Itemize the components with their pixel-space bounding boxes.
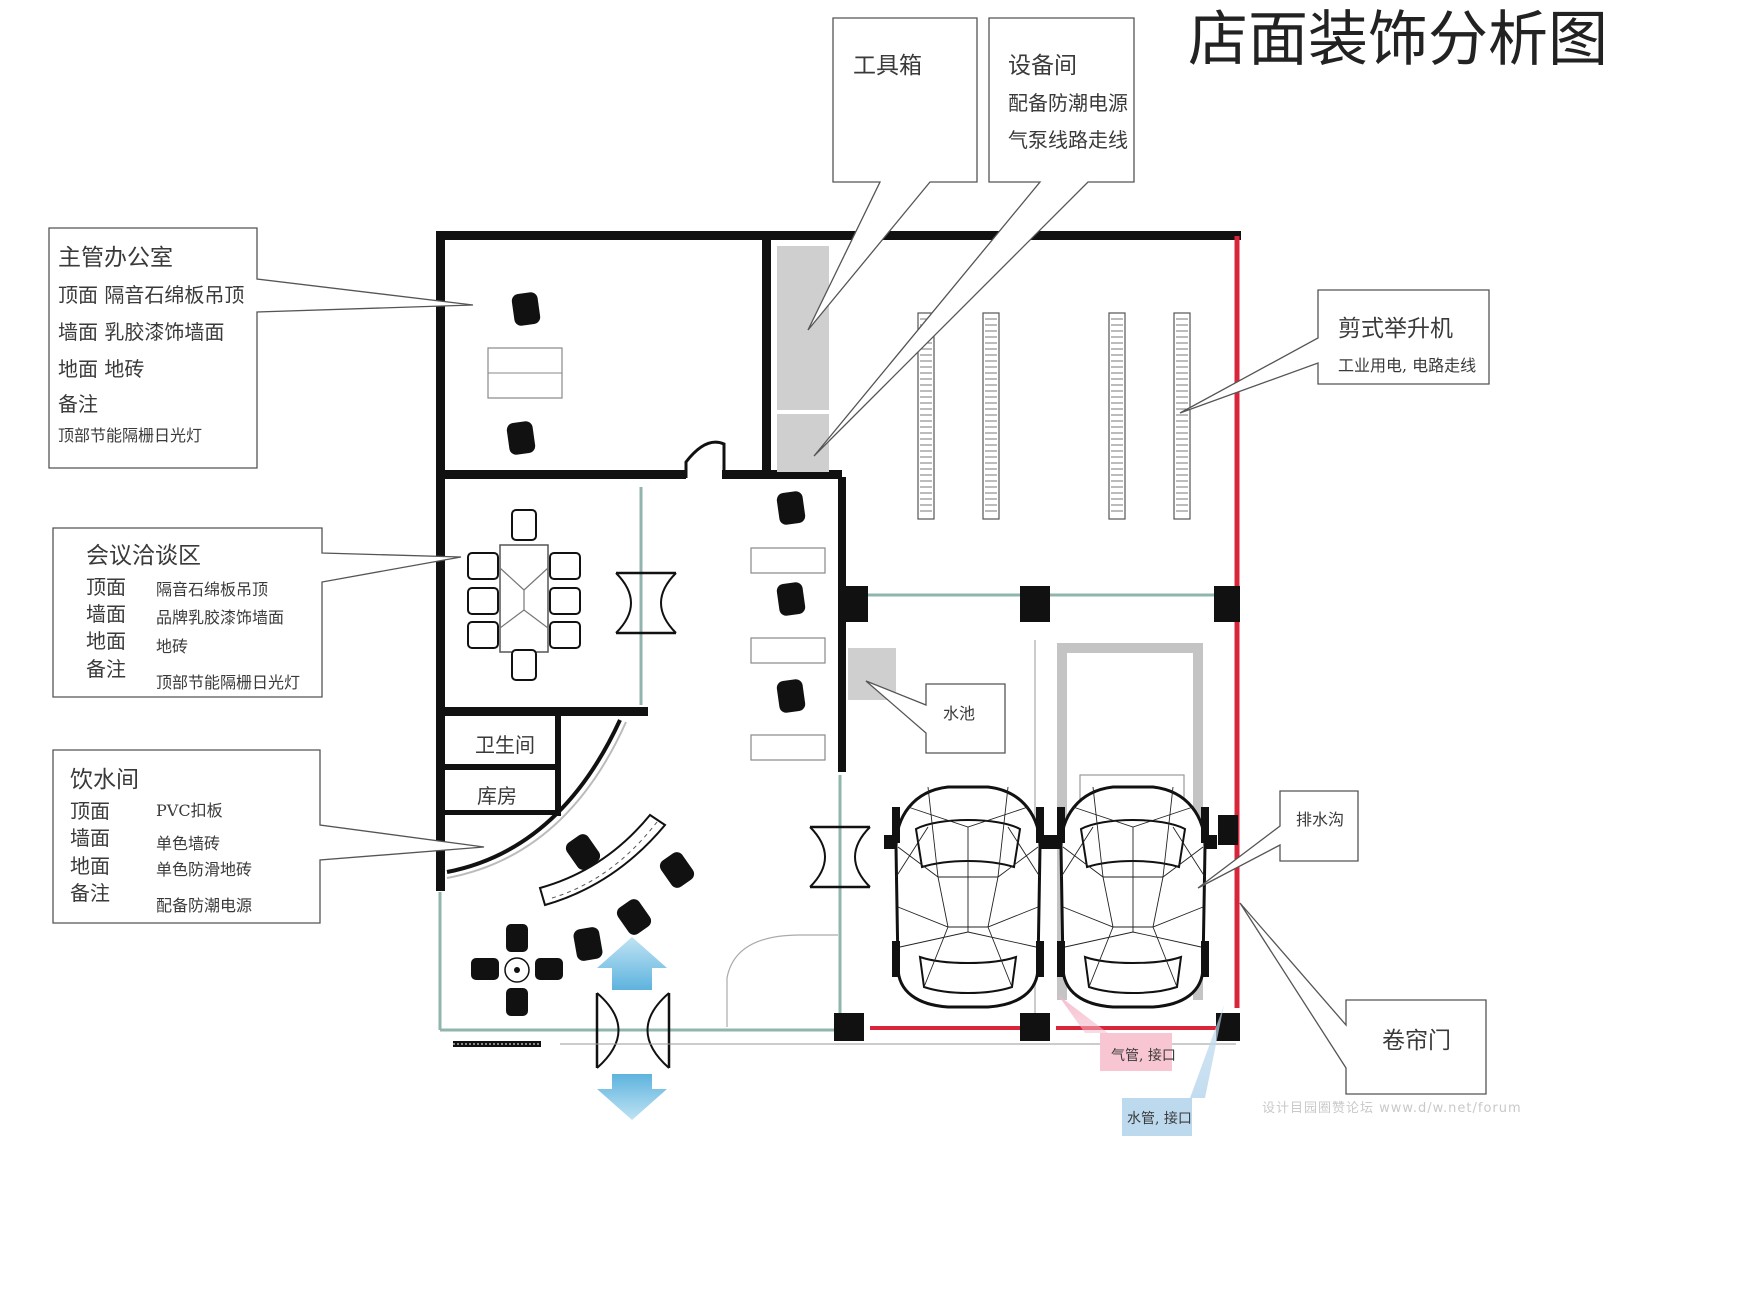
room-toilet: 卫生间 [475, 733, 535, 757]
callout-water-room: 饮水间 顶面 墙面 地面 备注 PVC扣板 单色墙砖 单色防滑地砖 配备防潮电源 [52, 749, 485, 924]
equipment-line: 配备防潮电源 [1008, 91, 1128, 115]
callout-sink: 水池 [865, 680, 1006, 754]
main-entrance-door [595, 992, 671, 1069]
car-icon [1047, 785, 1219, 1009]
water-value: 单色墙砖 [156, 834, 220, 853]
chair-icon [510, 291, 542, 327]
meeting-label: 顶面 [86, 575, 126, 599]
meeting-label: 备注 [86, 657, 126, 681]
callout-drain: 排水沟 [1197, 790, 1359, 889]
meeting-value: 地砖 [156, 637, 188, 656]
scissor-lifts [917, 312, 1191, 520]
entry-arrow-icon [597, 937, 667, 990]
air-pipe-label: 气管, 接口 [1111, 1047, 1176, 1064]
chair-icon [775, 581, 807, 617]
page-title: 店面装饰分析图 [1188, 5, 1608, 75]
equipment-title: 设备间 [1008, 53, 1077, 79]
rolling-door-label: 卷帘门 [1382, 1028, 1451, 1054]
tea-table [471, 924, 563, 1016]
drain-label: 排水沟 [1296, 810, 1344, 829]
water-title: 饮水间 [70, 767, 139, 793]
callout-meeting-area: 会议洽谈区 顶面 墙面 地面 备注 隔音石绵板吊顶 品牌乳胶漆饰墙面 地砖 顶部… [52, 527, 462, 698]
toolbox-label: 工具箱 [853, 53, 922, 79]
reception-counter [538, 813, 697, 963]
room-storage: 库房 [477, 784, 517, 808]
corridor-furniture [750, 490, 826, 761]
office-line: 地面 地砖 [58, 357, 144, 381]
office-title: 主管办公室 [58, 245, 173, 271]
chair-icon [657, 849, 697, 891]
meeting-value: 顶部节能隔栅日光灯 [156, 673, 300, 692]
water-label: 墙面 [70, 826, 110, 850]
water-value: 配备防潮电源 [156, 896, 252, 915]
chair-icon [572, 925, 604, 963]
exit-arrow-icon [597, 1074, 667, 1120]
meeting-label: 地面 [86, 629, 126, 653]
equipment-line: 气泵线路走线 [1008, 128, 1128, 152]
office-line: 顶面 隔音石绵板吊顶 [58, 283, 244, 307]
callout-toolbox: 工具箱 [807, 17, 978, 331]
office-line: 备注 [58, 392, 98, 416]
callout-rolling-door: 卷帘门 [1239, 902, 1487, 1095]
toolbox-block [777, 246, 829, 410]
callout-air-pipe: 气管, 接口 [1058, 995, 1176, 1071]
meeting-value: 品牌乳胶漆饰墙面 [156, 608, 284, 627]
chair-icon [614, 896, 654, 938]
water-label: 地面 [70, 854, 110, 878]
callout-equipment-room: 设备间 配备防潮电源 气泵线路走线 [813, 17, 1135, 457]
equipment-block [777, 414, 829, 472]
lift-line: 工业用电, 电路走线 [1338, 356, 1476, 375]
sink-label: 水池 [943, 704, 975, 723]
chair-icon [775, 678, 807, 714]
office-door-icon [684, 440, 726, 478]
water-pipe-label: 水管, 接口 [1127, 1110, 1192, 1127]
water-value: 单色防滑地砖 [156, 860, 252, 879]
water-value: PVC扣板 [156, 801, 223, 820]
callout-manager-office: 主管办公室 顶面 隔音石绵板吊顶 墙面 乳胶漆饰墙面 地面 地砖 备注 顶部节能… [48, 227, 474, 469]
office-line: 墙面 乳胶漆饰墙面 [58, 320, 224, 344]
callout-water-pipe: 水管, 接口 [1122, 1005, 1224, 1136]
callout-scissor-lift: 剪式举升机 工业用电, 电路走线 [1179, 289, 1490, 414]
meeting-table [467, 509, 581, 681]
chair-icon [505, 420, 537, 456]
meeting-label: 墙面 [86, 602, 126, 626]
lift-title: 剪式举升机 [1338, 316, 1453, 342]
water-label: 备注 [70, 881, 110, 905]
chair-icon [775, 490, 807, 526]
watermark: 设计目园圈赞论坛 www.d/w.net/forum [1262, 1101, 1522, 1116]
office-line: 顶部节能隔栅日光灯 [58, 426, 202, 445]
water-label: 顶面 [70, 799, 110, 823]
car-icon [882, 785, 1054, 1009]
meeting-title: 会议洽谈区 [86, 543, 201, 569]
curved-wall [446, 719, 622, 874]
office-furniture [487, 291, 563, 456]
meeting-value: 隔音石绵板吊顶 [156, 580, 268, 599]
door-swing-icon [614, 571, 678, 635]
columns [834, 586, 1240, 1041]
